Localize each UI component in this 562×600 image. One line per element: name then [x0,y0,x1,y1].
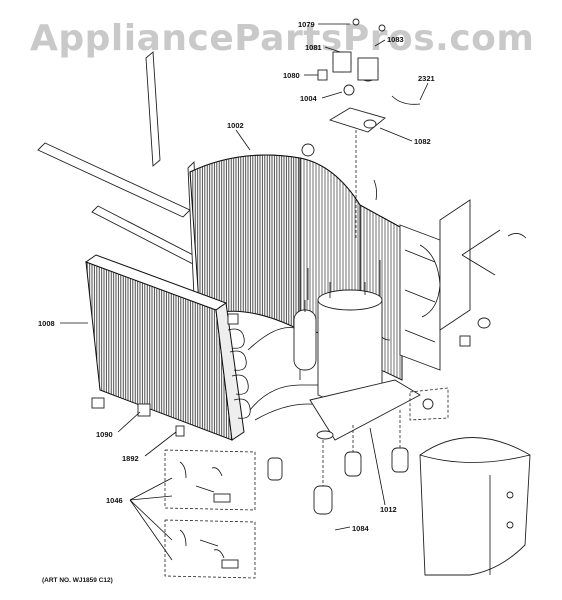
callout-1004: 1004 [300,94,318,103]
callout-labels: 1079 1081 1083 1080 1004 2321 1082 1002 … [38,20,435,533]
control-bracket [399,199,471,371]
callout-1012: 1012 [380,505,397,514]
leader-lines [60,23,501,561]
mounting-grommets [313,410,409,515]
compressor [309,282,421,441]
sleeve-duct [419,437,531,576]
art-number: (ART NO. WJ1859 C12) [42,577,113,584]
callout-1082: 1082 [414,137,431,146]
callout-2321: 2321 [418,74,435,83]
callout-1002: 1002 [227,121,244,130]
condenser-coil [189,154,403,381]
callout-1081: 1081 [305,43,322,52]
wire-kit-box [164,449,256,579]
small-fittings [301,143,527,347]
callout-1046: 1046 [106,496,123,505]
callout-1008: 1008 [38,319,55,328]
overload-kit-box [409,387,449,421]
misc-clips [91,313,283,481]
callout-1084: 1084 [352,524,370,533]
callout-1080: 1080 [283,71,300,80]
callout-1090: 1090 [96,430,113,439]
watermark: AppliancePartsPros.com [30,18,534,59]
evaporator-coil [84,254,251,441]
callout-1079: 1079 [298,20,315,29]
capacitor-assembly [317,18,421,240]
accumulator [293,300,317,371]
callout-1083: 1083 [387,35,404,44]
callout-1892: 1892 [122,454,139,463]
